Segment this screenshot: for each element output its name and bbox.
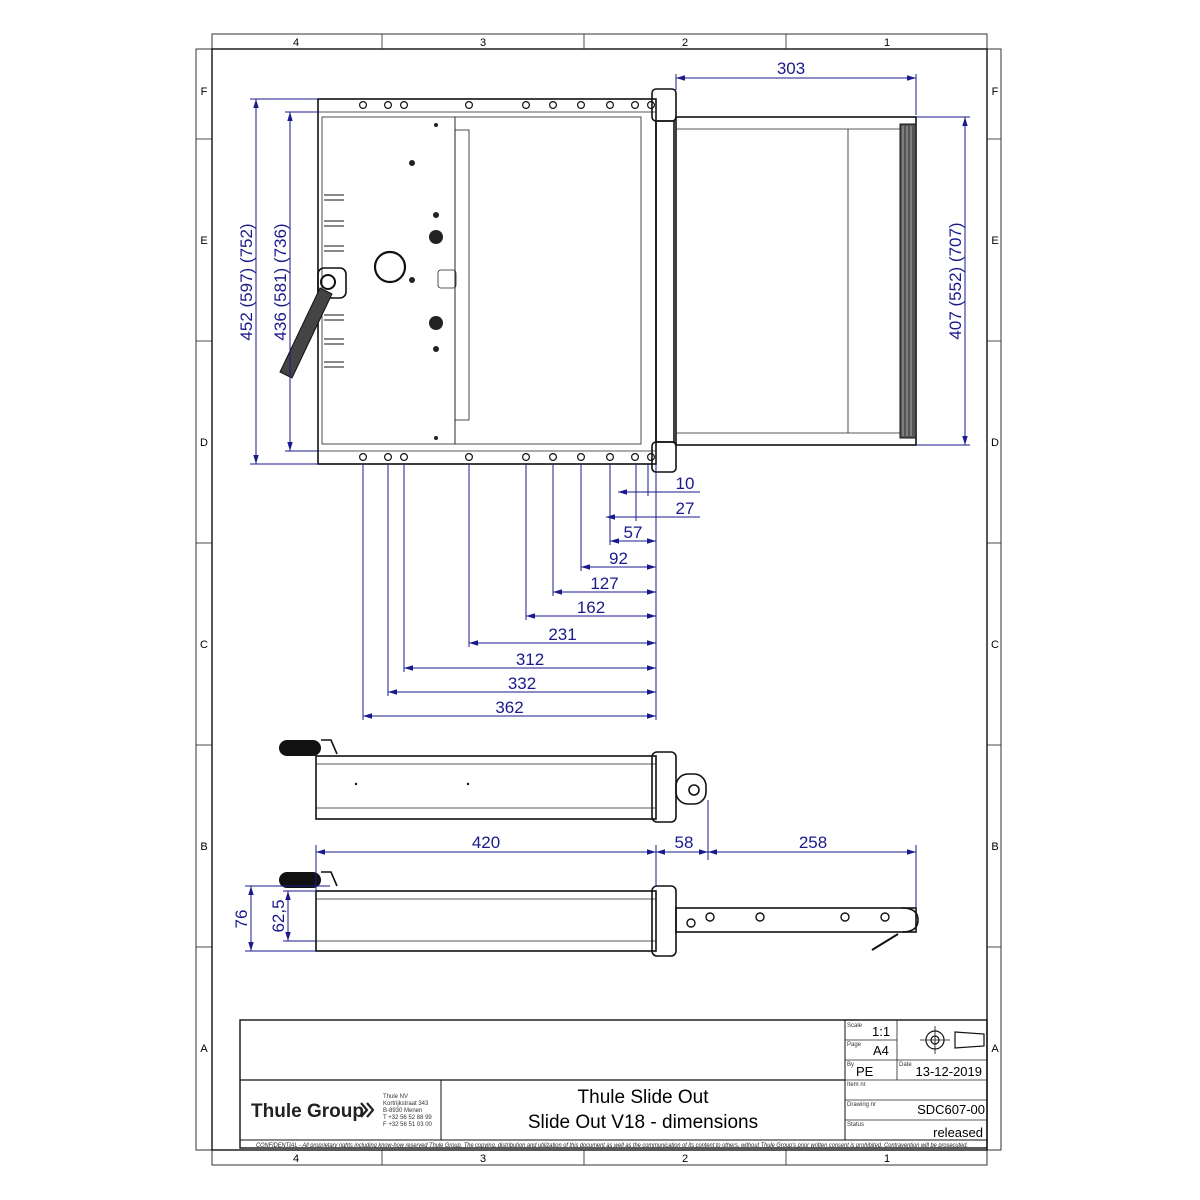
dim-76: 76 [232,910,251,929]
dim-303: 303 [777,59,805,78]
rail-hole [548,453,557,462]
company-address-1: Thule NV [383,1094,408,1100]
rail-hole [400,453,409,462]
zone-col-4-bottom: 4 [293,1153,299,1165]
dimension-lines [250,74,970,720]
rail-hole [465,100,474,109]
company-logo-text: Thule Group [251,1101,364,1122]
projection-symbol-icon [920,1026,985,1054]
hole-dimension-label: 332 [508,674,536,693]
zone-labels: 4 3 2 1 4 3 2 1 F E D C B A F E D C B A [200,37,999,1165]
confidential-notice: CONFIDENTIAL - All proprietary rights in… [256,1143,968,1149]
sheet-frame [195,33,1002,1166]
item-label: Item nr [847,1082,866,1088]
date-value: 13-12-2019 [916,1064,983,1079]
rail-hole [576,453,585,462]
rail-hole [521,453,530,462]
rail-hole [605,100,614,109]
zone-row-f-right: F [992,86,999,98]
rail-hole [465,453,474,462]
rail-hole [646,100,655,109]
hole-dimension-label: 27 [676,499,695,518]
page-size-value: A4 [873,1043,889,1058]
status-value: released [933,1125,983,1140]
dim-436: 436 (581) (736) [271,223,290,340]
status-label: Status [847,1122,864,1128]
rail-hole [384,100,393,109]
zone-row-c-left: C [200,639,208,651]
company-address-2: Kortrijkstraat 343 [383,1101,429,1107]
by-value: PE [856,1064,874,1079]
thule-group-logo: Thule Group [251,1101,375,1122]
by-label: By [847,1062,854,1068]
page-label: Page [847,1042,862,1048]
bottom-rail-holes [359,453,655,462]
hole-dimension-label: 92 [609,549,628,568]
drawing-title-line1: Thule Slide Out [578,1087,710,1108]
rail-hole [521,100,530,109]
scale-value: 1:1 [872,1024,890,1039]
company-address-5: F +32 56 51 03 00 [383,1122,433,1128]
zone-col-3-bottom: 3 [480,1153,486,1165]
rail-hole [548,100,557,109]
top-view [279,88,917,473]
dim-452: 452 (597) (752) [237,223,256,340]
company-address-3: B-8930 Menen [383,1108,422,1114]
rail-hole [630,453,639,462]
top-rail-holes [359,100,655,109]
rail-hole [359,100,368,109]
dim-58: 58 [675,833,694,852]
dim-258: 258 [799,833,827,852]
hole-dimension-label: 162 [577,598,605,617]
side-dimension-lines [245,800,917,952]
zone-col-2-bottom: 2 [682,1153,688,1165]
zone-row-b-left: B [200,841,207,853]
zone-col-1-top: 1 [884,37,890,49]
zone-row-d-left: D [200,437,208,449]
dim-62-5: 62,5 [269,899,288,932]
zone-row-d-right: D [991,437,999,449]
hole-dimension-label: 312 [516,650,544,669]
hole-dimension-label: 10 [676,474,695,493]
rail-hole [384,453,393,462]
zone-col-3-top: 3 [480,37,486,49]
dim-420: 420 [472,833,500,852]
drawing-title-line2: Slide Out V18 - dimensions [528,1112,758,1133]
scale-label: Scale [847,1023,863,1029]
rail-hole [400,100,409,109]
zone-row-b-right: B [991,841,998,853]
zone-row-a-left: A [200,1043,208,1055]
zone-col-4-top: 4 [293,37,299,49]
side-view-extended [279,871,919,957]
title-block [239,1019,988,1149]
rail-hole [576,100,585,109]
rail-hole [359,453,368,462]
side-view-retracted [279,739,707,823]
hole-dimension-label: 231 [548,625,576,644]
hole-dimension-label: 57 [624,523,643,542]
hole-dimension-label: 127 [590,574,618,593]
zone-row-c-right: C [991,639,999,651]
rail-hole [630,100,639,109]
rail-hole [646,453,655,462]
zone-col-1-bottom: 1 [884,1153,890,1165]
zone-row-e-left: E [200,235,207,247]
zone-row-a-right: A [991,1043,999,1055]
zone-col-2-top: 2 [682,37,688,49]
company-address-4: T +32 56 52 88 99 [383,1115,432,1121]
date-label: Date [899,1062,912,1068]
dim-407: 407 (552) (707) [946,222,965,339]
drawing-number-value: SDC607-00 [917,1102,985,1117]
zone-row-f-left: F [201,86,208,98]
zone-row-e-right: E [991,235,998,247]
rail-hole [605,453,614,462]
hole-dimension-label: 362 [495,698,523,717]
drawing-number-label: Drawing nr [847,1102,876,1108]
